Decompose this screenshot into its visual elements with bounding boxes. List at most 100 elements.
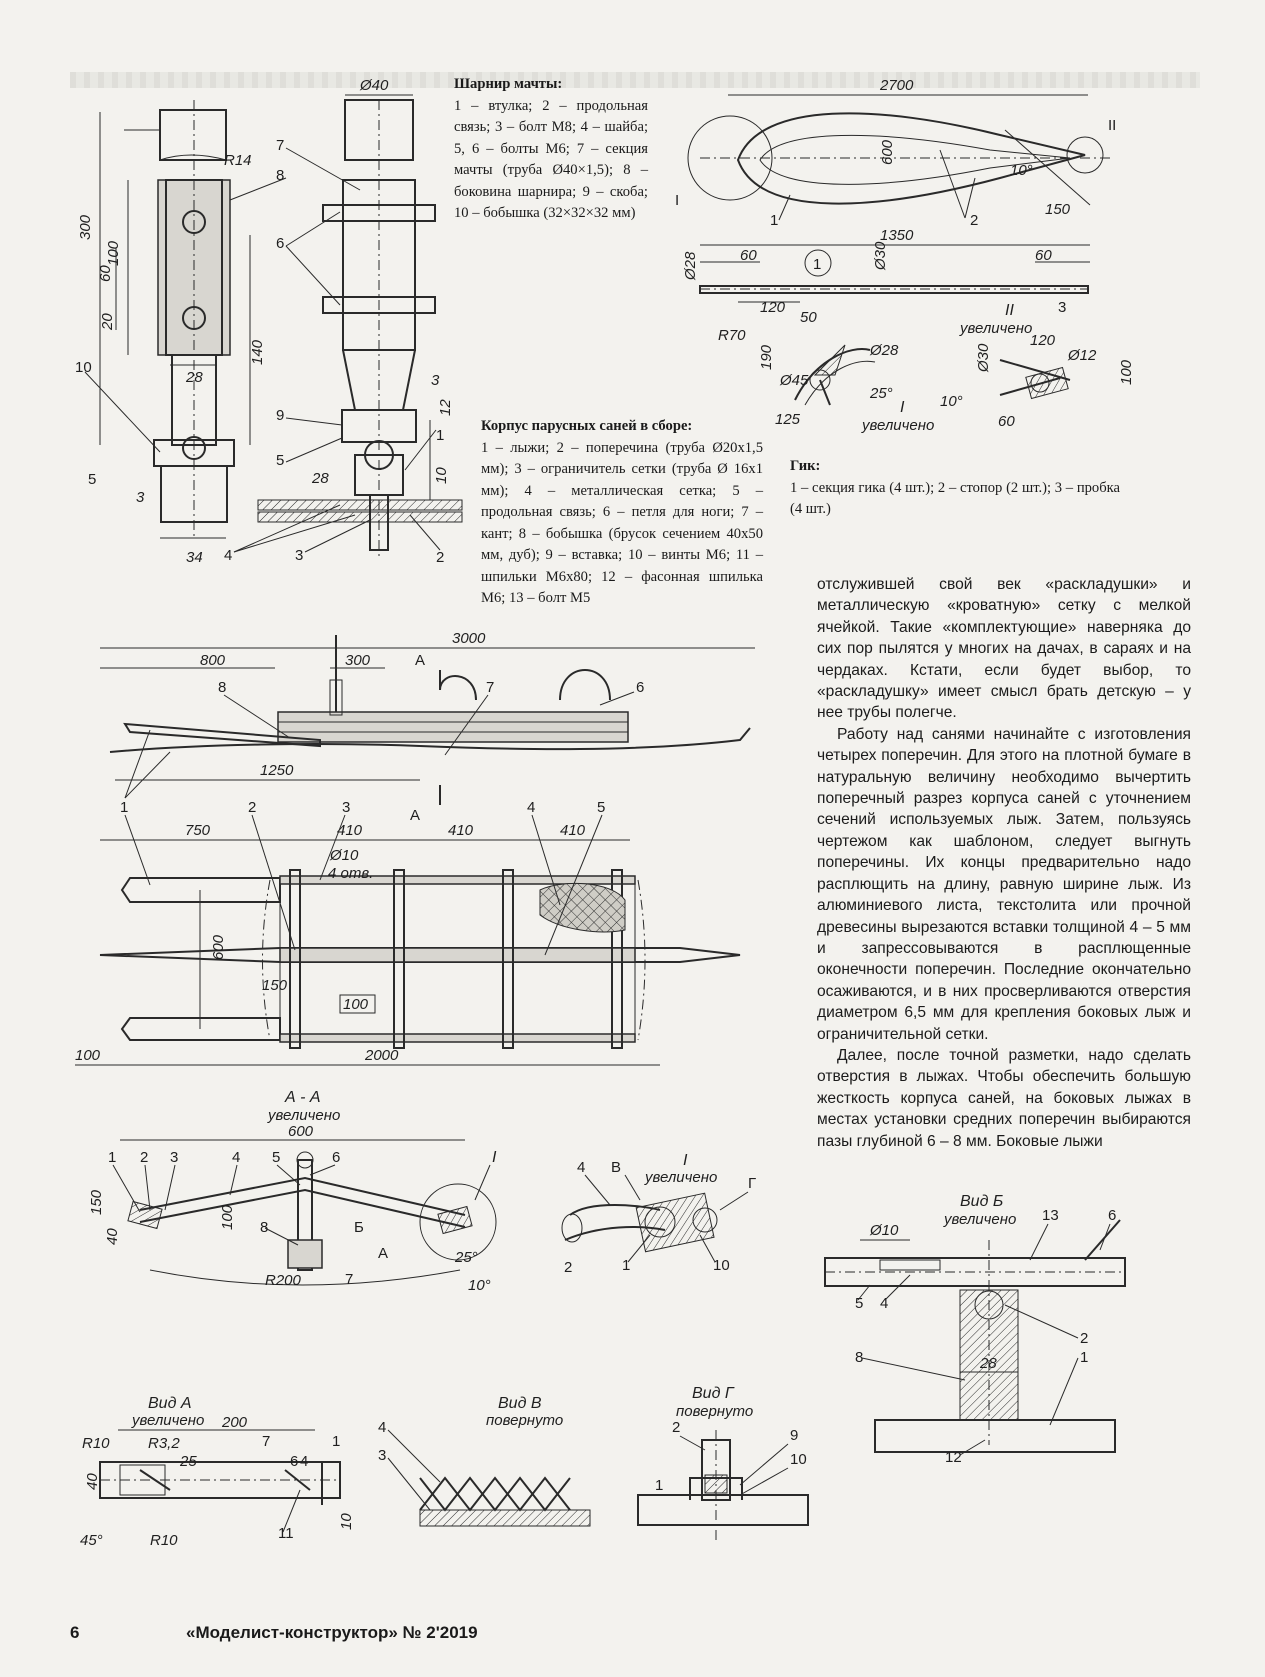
svg-text:повернуто: повернуто <box>486 1412 563 1429</box>
svg-text:45°: 45° <box>80 1532 103 1549</box>
boom-caption: Гик: 1 – секция гика (4 шт.); 2 – стопор… <box>790 456 1120 521</box>
svg-text:10: 10 <box>790 1451 807 1468</box>
svg-text:12: 12 <box>945 1449 962 1466</box>
svg-text:8: 8 <box>260 1219 268 1236</box>
svg-text:I: I <box>683 1152 688 1169</box>
svg-text:300: 300 <box>77 214 94 240</box>
mast-hinge-caption-title: Шарнир мачты: <box>454 76 563 92</box>
svg-text:2: 2 <box>970 212 978 229</box>
svg-text:600: 600 <box>879 139 896 165</box>
svg-text:8: 8 <box>276 167 284 184</box>
svg-text:3: 3 <box>378 1447 386 1464</box>
svg-text:1: 1 <box>813 256 821 273</box>
page-number: 6 <box>70 1623 80 1642</box>
article-paragraph: Работу над санями начинайте с изготовлен… <box>817 725 1191 1043</box>
svg-text:2: 2 <box>140 1149 148 1166</box>
hull-caption-title: Корпус парусных саней в сборе: <box>481 418 693 434</box>
article-text: отслужившей свой век «раскладушки» и мет… <box>817 574 1191 1152</box>
svg-text:9: 9 <box>790 1427 798 1444</box>
svg-text:25°: 25° <box>869 385 893 402</box>
svg-text:увеличено: увеличено <box>267 1107 340 1124</box>
svg-text:150: 150 <box>88 1189 105 1215</box>
svg-text:Вид Б: Вид Б <box>960 1193 1003 1210</box>
svg-text:6: 6 <box>1108 1207 1116 1224</box>
svg-text:40: 40 <box>84 1473 101 1490</box>
svg-text:Ø30: Ø30 <box>975 343 992 373</box>
svg-text:1: 1 <box>332 1433 340 1450</box>
svg-text:34: 34 <box>186 549 203 566</box>
svg-text:150: 150 <box>1045 201 1071 218</box>
svg-text:II: II <box>1005 302 1014 319</box>
hull-top-view: 750 410 410 410 600 Ø10 4 отв. 150 <box>75 799 741 1066</box>
svg-text:100: 100 <box>75 1047 101 1064</box>
svg-text:1: 1 <box>655 1477 663 1494</box>
svg-text:150: 150 <box>262 977 288 994</box>
svg-text:7: 7 <box>262 1433 270 1450</box>
svg-text:10: 10 <box>75 359 92 376</box>
svg-text:2: 2 <box>248 799 256 816</box>
view-v: Вид В повернуто 4 3 <box>378 1395 591 1527</box>
svg-text:9: 9 <box>276 407 284 424</box>
svg-text:А - А: А - А <box>284 1089 321 1106</box>
svg-text:Ø28: Ø28 <box>682 251 699 281</box>
svg-text:600: 600 <box>210 934 227 960</box>
svg-text:А: А <box>378 1245 388 1262</box>
svg-text:5: 5 <box>88 471 96 488</box>
svg-text:увеличено: увеличено <box>131 1412 204 1429</box>
svg-text:190: 190 <box>758 344 775 370</box>
svg-text:5: 5 <box>276 452 284 469</box>
svg-text:Ø10: Ø10 <box>329 847 359 864</box>
svg-text:I: I <box>675 192 679 209</box>
mast-hinge-caption: Шарнир мачты: 1 – втулка; 2 – продольная… <box>454 74 648 225</box>
svg-text:Г: Г <box>748 1175 756 1192</box>
svg-text:750: 750 <box>185 822 211 839</box>
svg-text:Вид Г: Вид Г <box>692 1385 735 1402</box>
svg-text:увеличено: увеличено <box>959 320 1032 337</box>
mast-hinge-caption-text: 1 – втулка; 2 – продольная связь; 3 – бо… <box>454 97 648 222</box>
svg-text:60: 60 <box>1035 247 1052 264</box>
svg-text:28: 28 <box>979 1355 997 1372</box>
svg-text:8: 8 <box>218 679 226 696</box>
svg-text:1: 1 <box>770 212 778 229</box>
svg-text:800: 800 <box>200 652 226 669</box>
boom-caption-text: 1 – секция гика (4 шт.); 2 – стопор (2 ш… <box>790 479 1120 518</box>
svg-text:10: 10 <box>713 1257 730 1274</box>
top-decor-band <box>70 72 1200 88</box>
detail-I: I увеличено 4 В Г 2 1 10 <box>561 1152 756 1276</box>
svg-text:10: 10 <box>433 467 450 484</box>
hull-caption-text: 1 – лыжи; 2 – поперечина (труба Ø20х1,5 … <box>481 439 763 607</box>
svg-text:4: 4 <box>577 1159 585 1176</box>
svg-text:7: 7 <box>276 137 284 154</box>
svg-text:2: 2 <box>564 1259 572 1276</box>
svg-text:2: 2 <box>1080 1330 1088 1347</box>
svg-text:2: 2 <box>672 1419 680 1436</box>
svg-text:II: II <box>1108 117 1116 134</box>
svg-text:увеличено: увеличено <box>861 417 934 434</box>
svg-text:100: 100 <box>219 1204 236 1230</box>
svg-text:А: А <box>415 652 425 669</box>
svg-text:1: 1 <box>108 1149 116 1166</box>
boom-detail-I: R70 50 Ø28 Ø45 25° 125 190 I увеличено <box>718 309 934 434</box>
boom-detail-II: 120 Ø12 Ø30 100 10° 60 <box>940 332 1135 430</box>
svg-text:25°: 25° <box>454 1249 478 1266</box>
svg-text:I: I <box>900 399 905 416</box>
svg-text:повернуто: повернуто <box>676 1403 753 1420</box>
svg-text:4: 4 <box>224 547 232 564</box>
journal-title: «Моделист-конструктор» № 2'2019 <box>186 1623 478 1642</box>
svg-text:3000: 3000 <box>452 630 486 647</box>
svg-text:В: В <box>611 1159 621 1176</box>
svg-text:100: 100 <box>105 240 122 266</box>
svg-text:1350: 1350 <box>880 227 914 244</box>
hull-side-view: 3000 800 300 А А 1250 8 7 6 1 <box>100 630 755 824</box>
svg-text:4: 4 <box>232 1149 240 1166</box>
svg-text:3: 3 <box>342 799 350 816</box>
view-a: Вид А увеличено 200 R10 R3,2 25 40 45° R… <box>80 1395 355 1549</box>
svg-text:410: 410 <box>560 822 586 839</box>
svg-text:60: 60 <box>998 413 1015 430</box>
svg-text:25: 25 <box>179 1453 197 1470</box>
svg-text:3: 3 <box>136 489 145 506</box>
svg-text:7: 7 <box>486 679 494 696</box>
svg-text:1: 1 <box>622 1257 630 1274</box>
svg-text:120: 120 <box>1030 332 1056 349</box>
svg-text:28: 28 <box>311 470 329 487</box>
